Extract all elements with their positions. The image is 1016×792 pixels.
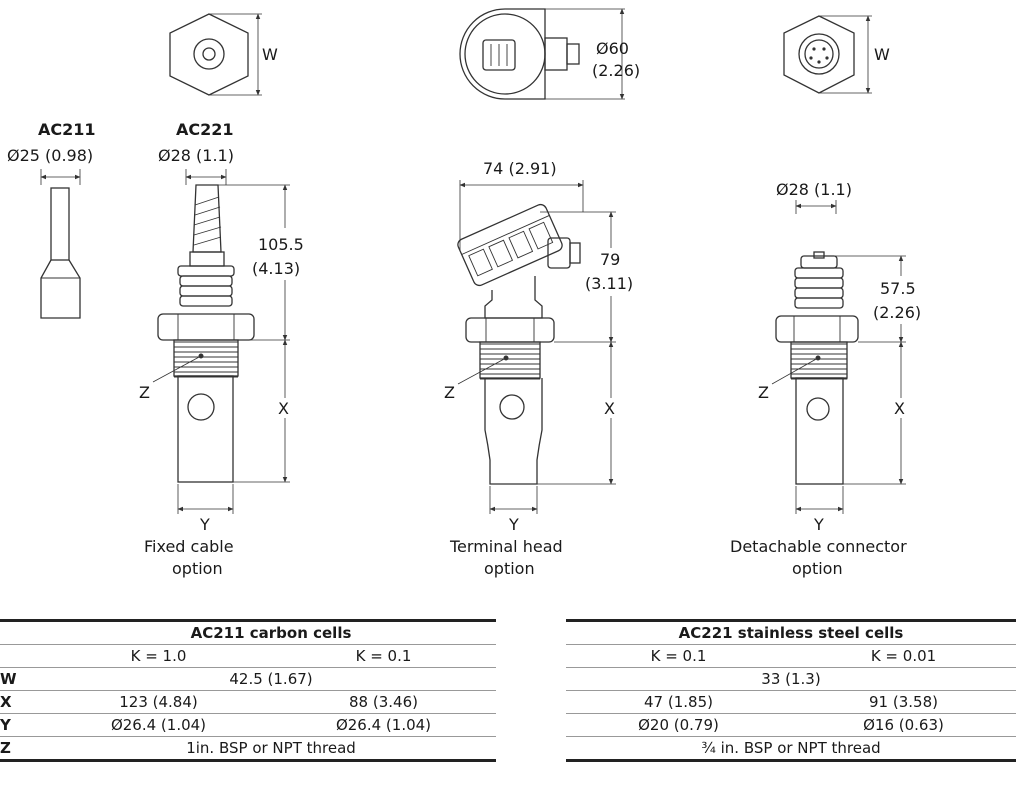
- ac221-x-value-2: 91 (3.58): [869, 693, 938, 711]
- table-row: W 42.5 (1.67): [0, 668, 496, 691]
- ac211-x-value-1: 123 (4.84): [119, 693, 198, 711]
- dimension-drawing: W Ø60 (2.26) W AC211 Ø25 (0.98): [7, 8, 936, 578]
- fixed-cable-probe: AC221 Ø28 (1.1) Z 105.5 (4.13: [139, 120, 322, 578]
- ac211-col-k2: K = 0.1: [355, 647, 412, 665]
- table-row: 33 (1.3): [566, 668, 1016, 691]
- z-label-2: Z: [444, 383, 455, 402]
- table-row: Y Ø26.4 (1.04) Ø26.4 (1.04): [0, 714, 496, 737]
- table-row: X 123 (4.84) 88 (3.46): [0, 691, 496, 714]
- caption-detach-line1: Detachable connector: [730, 537, 907, 556]
- ac211-diameter: Ø25 (0.98): [7, 146, 93, 165]
- ac221-col-k2: K = 0.01: [870, 647, 937, 665]
- ac211-z-value: 1in. BSP or NPT thread: [186, 739, 356, 757]
- head-width: 74 (2.91): [483, 159, 557, 178]
- y-label-2: Y: [508, 515, 519, 534]
- ac221-z-value: ¾ in. BSP or NPT thread: [701, 739, 881, 757]
- w-label-3: W: [874, 45, 890, 64]
- ac221-x-value-1: 47 (1.85): [644, 693, 713, 711]
- table-row: 47 (1.85) 91 (3.58): [566, 691, 1016, 714]
- row-label-y: Y: [0, 716, 11, 734]
- ac221-table-title: AC221 stainless steel cells: [678, 624, 904, 642]
- row-label-z: Z: [0, 739, 11, 757]
- caption-terminal-line2: option: [484, 559, 535, 578]
- ac211-probe: AC211 Ø25 (0.98): [7, 120, 96, 319]
- connector-height-2: (2.26): [873, 303, 921, 322]
- table-header-row: AC211 carbon cells: [0, 620, 496, 645]
- ac221-title: AC221: [176, 120, 234, 139]
- caption-fixed-line2: option: [172, 559, 223, 578]
- top-view-detachable-connector: W: [783, 15, 890, 94]
- z-label-3: Z: [758, 383, 769, 402]
- head-height-2: (3.11): [585, 274, 633, 293]
- ac211-title: AC211: [38, 120, 96, 139]
- w-label-1: W: [262, 45, 278, 64]
- detachable-connector-probe: Ø28 (1.1) Z 57.5 (2.26) X: [730, 180, 936, 578]
- ac211-y-value-2: Ø26.4 (1.04): [335, 716, 432, 734]
- ac221-diameter: Ø28 (1.1): [158, 146, 234, 165]
- ac221-y-value-2: Ø16 (0.63): [863, 716, 944, 734]
- x-label-1: X: [278, 399, 289, 418]
- connector-height-1: 57.5: [880, 279, 916, 298]
- ac221-w-value: 33 (1.3): [761, 670, 821, 688]
- fixed-height-1: 105.5: [258, 235, 304, 254]
- terminal-head-probe: 74 (2.91) Z 79 (: [444, 159, 636, 578]
- fixed-height-2: (4.13): [252, 259, 300, 278]
- ac221-col-k1: K = 0.1: [650, 647, 707, 665]
- ac211-y-value-1: Ø26.4 (1.04): [110, 716, 207, 734]
- table-row: K = 0.1 K = 0.01: [566, 645, 1016, 668]
- caption-detach-line2: option: [792, 559, 843, 578]
- ac211-col-k1: K = 1.0: [130, 647, 187, 665]
- ac211-w-value: 42.5 (1.67): [229, 670, 313, 688]
- y-label-1: Y: [199, 515, 210, 534]
- ac221-y-value-1: Ø20 (0.79): [638, 716, 719, 734]
- head-diameter-2: (2.26): [592, 61, 640, 80]
- head-height-1: 79: [600, 250, 620, 269]
- z-label-1: Z: [139, 383, 150, 402]
- ac211-spec-table: AC211 carbon cells K = 1.0 K = 0.1 W 42.…: [0, 619, 496, 762]
- y-label-3: Y: [813, 515, 824, 534]
- table-row: Z 1in. BSP or NPT thread: [0, 737, 496, 761]
- ac211-x-value-2: 88 (3.46): [349, 693, 418, 711]
- ac211-table-title: AC211 carbon cells: [190, 624, 352, 642]
- top-view-terminal-head: Ø60 (2.26): [459, 8, 640, 100]
- table-row: Ø20 (0.79) Ø16 (0.63): [566, 714, 1016, 737]
- table-header-row: AC221 stainless steel cells: [566, 620, 1016, 645]
- x-label-3: X: [894, 399, 905, 418]
- table-row: ¾ in. BSP or NPT thread: [566, 737, 1016, 761]
- table-row: K = 1.0 K = 0.1: [0, 645, 496, 668]
- caption-fixed-line1: Fixed cable: [144, 537, 234, 556]
- caption-terminal-line1: Terminal head: [449, 537, 563, 556]
- row-label-w: W: [0, 670, 17, 688]
- row-label-x: X: [0, 693, 12, 711]
- top-view-fixed-cable: W: [169, 13, 278, 96]
- ac221-spec-table: AC221 stainless steel cells K = 0.1 K = …: [566, 619, 1016, 762]
- head-diameter-1: Ø60: [596, 39, 629, 58]
- x-label-2: X: [604, 399, 615, 418]
- connector-diameter: Ø28 (1.1): [776, 180, 852, 199]
